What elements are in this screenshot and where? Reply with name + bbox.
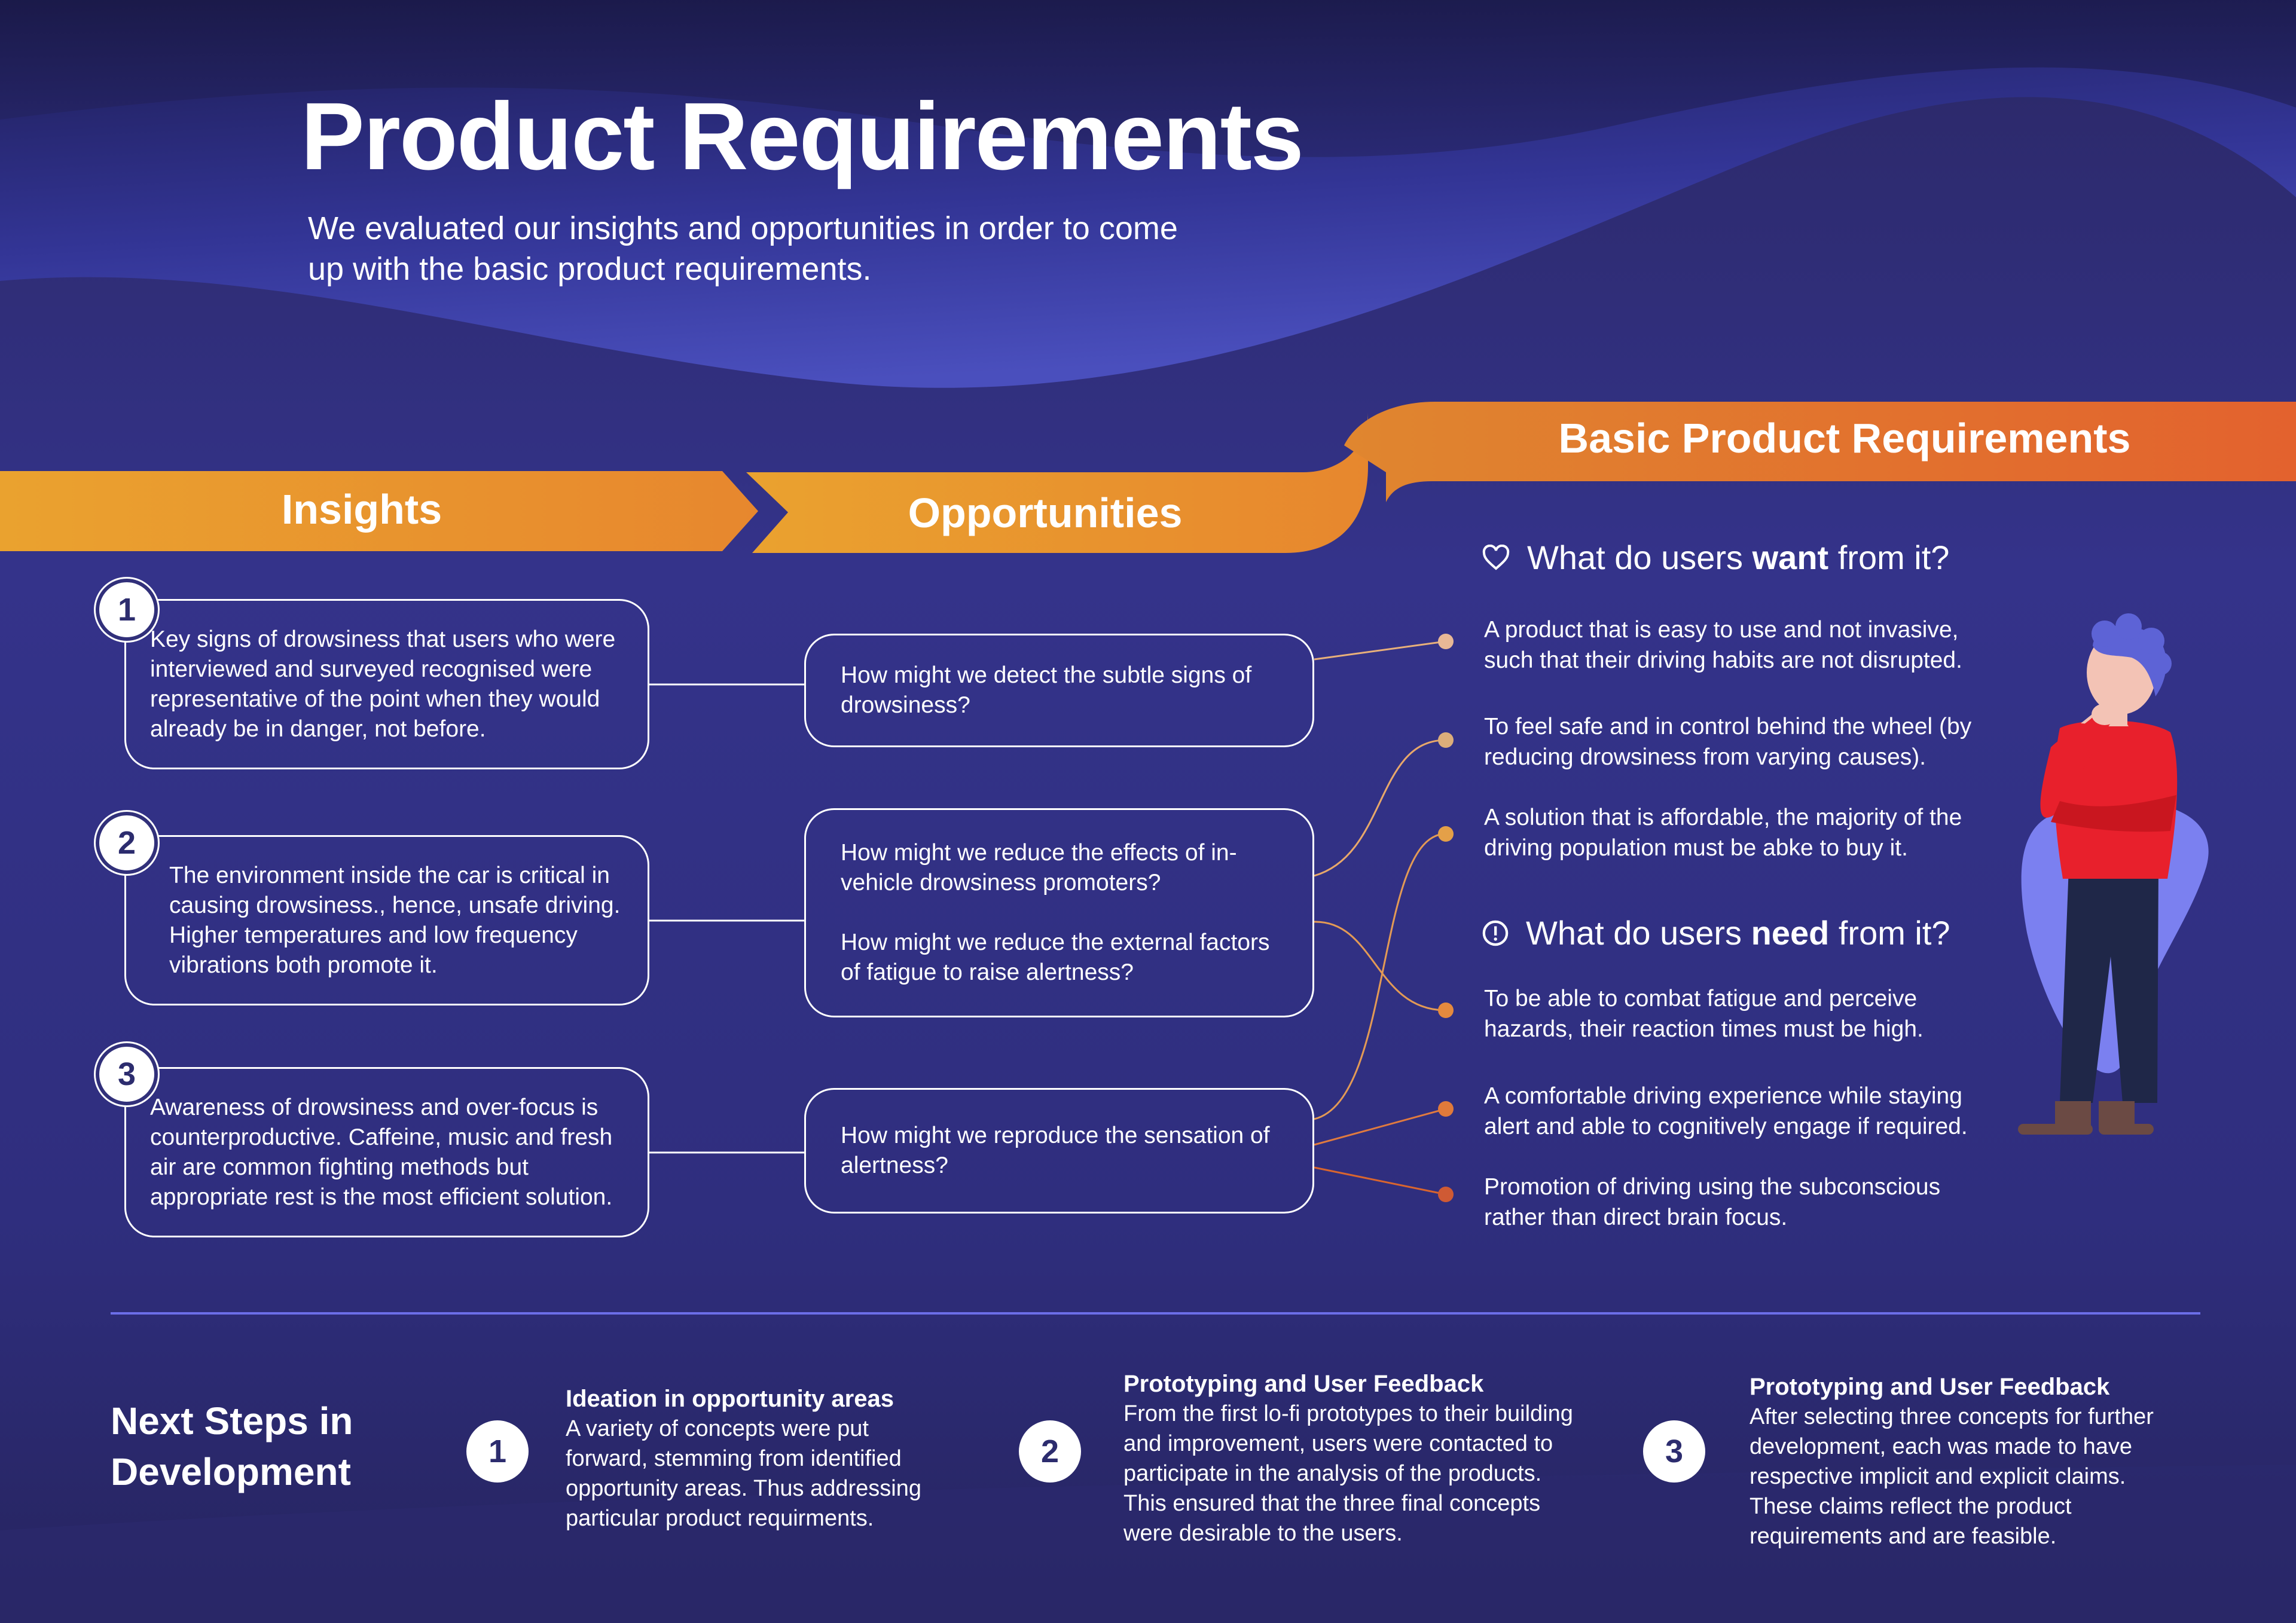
step-text: After selecting three concepts for furth…: [1750, 1404, 2154, 1549]
insight-text: Awareness of drowsiness and over-focus i…: [150, 1094, 613, 1210]
insights-banner: [0, 471, 758, 551]
step-title: Prototyping and User Feedback: [1123, 1371, 1484, 1397]
need-item: Promotion of driving using the subconsci…: [1484, 1174, 1941, 1230]
opportunity-card-3: How might we reproduce the sensation of …: [804, 1088, 1314, 1214]
step-text: A variety of concepts were put forward, …: [566, 1416, 921, 1531]
insights-heading: Insights: [281, 486, 442, 533]
step-2: Prototyping and User Feedback From the f…: [1123, 1369, 1590, 1548]
exclamation-circle-icon: [1482, 920, 1509, 946]
need-item: A comfortable driving experience while s…: [1484, 1083, 1968, 1139]
connector-dots: [1438, 634, 1454, 1202]
step-number: 1: [466, 1420, 529, 1483]
requirements-heading: Basic Product Requirements: [1558, 415, 2131, 461]
insight-number: 3: [96, 1043, 158, 1105]
step-number: 3: [1643, 1420, 1705, 1483]
opportunity-card-1: How might we detect the subtle signs of …: [804, 634, 1314, 747]
step-1: Ideation in opportunity areas A variety …: [566, 1384, 948, 1533]
insight-card-1: Key signs of drowsiness that users who w…: [124, 599, 649, 769]
requirements-banner: [1344, 402, 2296, 502]
insight-number: 1: [96, 579, 158, 641]
insight-card-2: The environment inside the car is critic…: [124, 835, 649, 1005]
opportunity-text: How might we reduce the external factors…: [841, 930, 1270, 985]
next-steps-title: Next Steps in Development: [111, 1399, 353, 1493]
page-subtitle: We evaluated our insights and opportunit…: [308, 210, 1178, 287]
insight-card-3: Awareness of drowsiness and over-focus i…: [124, 1067, 649, 1237]
insight-text: Key signs of drowsiness that users who w…: [150, 626, 616, 742]
opportunity-card-2: How might we reduce the effects of in-ve…: [804, 808, 1314, 1017]
step-number: 2: [1019, 1420, 1081, 1483]
opportunity-text: How might we reproduce the sensation of …: [841, 1123, 1270, 1178]
opportunities-heading: Opportunities: [908, 490, 1183, 536]
want-item: A solution that is affordable, the major…: [1484, 805, 1962, 861]
want-item: A product that is easy to use and not in…: [1484, 617, 1962, 673]
step-text: From the first lo-fi prototypes to their…: [1123, 1401, 1573, 1546]
need-heading: What do users need from it?: [1482, 913, 1950, 952]
opportunity-text: How might we reduce the effects of in-ve…: [841, 840, 1237, 895]
thinking-person-illustration: [2018, 613, 2209, 1135]
step-3: Prototyping and User Feedback After sele…: [1750, 1372, 2168, 1551]
step-title: Ideation in opportunity areas: [566, 1386, 894, 1412]
step-title: Prototyping and User Feedback: [1750, 1374, 2110, 1400]
opportunities-banner: [746, 412, 1368, 553]
want-heading: What do users want from it?: [1482, 538, 1949, 577]
opportunity-text: How might we detect the subtle signs of …: [841, 662, 1252, 718]
heart-icon: [1482, 544, 1510, 570]
connector-lines: [649, 640, 1446, 1196]
insight-number: 2: [96, 812, 158, 874]
page-title: Product Requirements: [301, 82, 1304, 189]
insight-text: The environment inside the car is critic…: [169, 862, 621, 978]
want-item: To feel safe and in control behind the w…: [1484, 714, 1972, 770]
need-item: To be able to combat fatigue and perceiv…: [1484, 986, 1923, 1042]
